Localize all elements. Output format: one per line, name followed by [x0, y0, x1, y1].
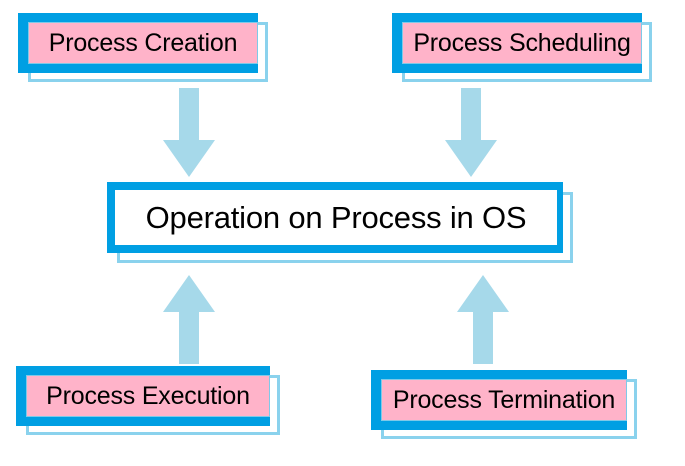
node-process-termination[interactable]: Process Termination [371, 370, 627, 430]
node-process-creation[interactable]: Process Creation [18, 13, 258, 73]
node-process-creation-inner: Process Creation [28, 22, 258, 64]
node-process-termination-label: Process Termination [392, 385, 616, 414]
node-center-operation[interactable]: Operation on Process in OS [107, 182, 563, 253]
arrow-creation-to-center [161, 88, 217, 178]
node-process-scheduling-label: Process Scheduling [413, 28, 631, 57]
node-center-operation-label: Operation on Process in OS [145, 200, 527, 235]
arrow-termination-to-center [455, 274, 511, 364]
node-process-execution-inner: Process Execution [26, 375, 270, 417]
node-center-operation-inner: Operation on Process in OS [115, 190, 557, 245]
node-process-scheduling-inner: Process Scheduling [402, 22, 642, 64]
arrow-execution-to-center [161, 274, 217, 364]
node-process-execution[interactable]: Process Execution [16, 366, 270, 426]
node-process-creation-label: Process Creation [48, 28, 238, 57]
node-process-execution-label: Process Execution [46, 381, 250, 410]
node-process-termination-inner: Process Termination [381, 379, 627, 421]
node-process-scheduling[interactable]: Process Scheduling [392, 13, 642, 73]
arrow-scheduling-to-center [443, 88, 499, 178]
